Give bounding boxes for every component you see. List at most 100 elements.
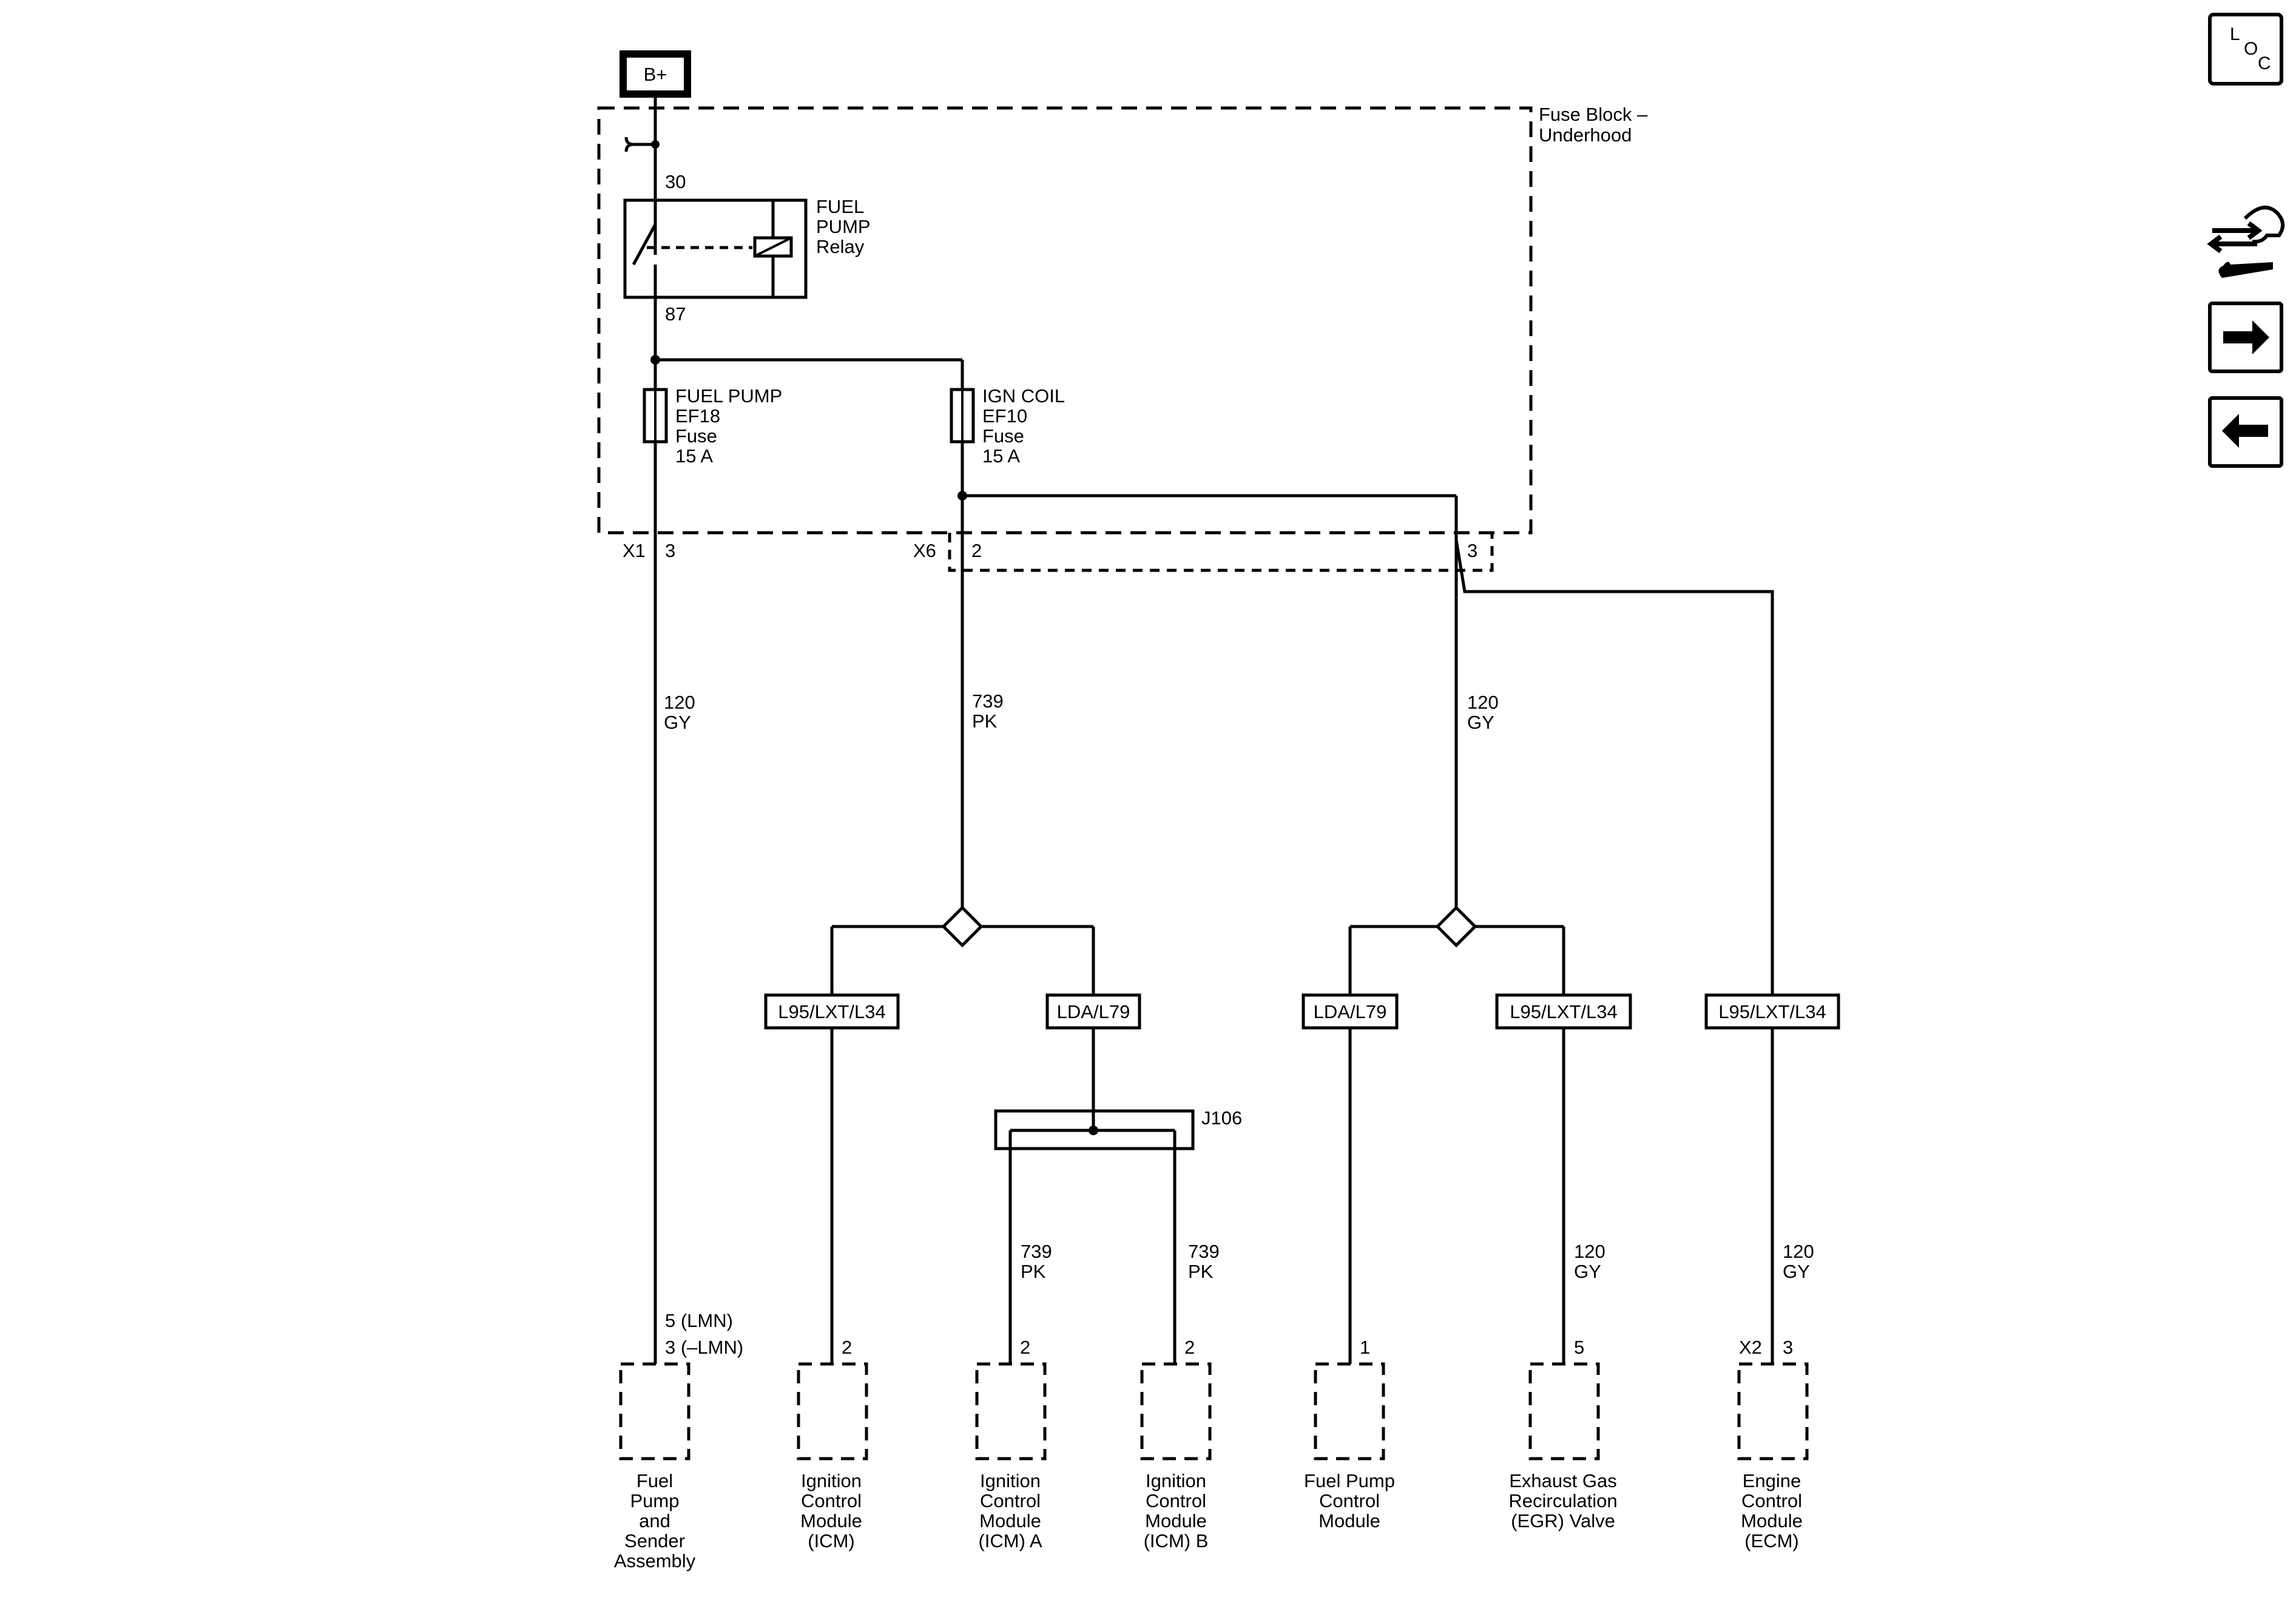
component-outline [619, 1362, 690, 1460]
component-locator-button[interactable]: L O C [2208, 13, 2283, 86]
relay-switch-contact [632, 223, 657, 266]
relay-name-line3: Relay [816, 236, 865, 257]
svg-text:L95/LXT/L34: L95/LXT/L34 [778, 1001, 886, 1022]
option-label-l95-lxt-l34: L95/LXT/L34 [1704, 993, 1840, 1030]
svg-text:Sender: Sender [624, 1530, 685, 1551]
svg-text:Module: Module [1741, 1510, 1803, 1531]
svg-text:Engine: Engine [1743, 1470, 1801, 1491]
option-label-lda-l79: LDA/L79 [1045, 993, 1141, 1030]
component-pin: 1 [1360, 1337, 1370, 1358]
component-outline [1528, 1362, 1600, 1460]
wire-label-circuit: 120 [1467, 692, 1499, 713]
relay-name-line2: PUMP [816, 216, 871, 237]
component-outline [1140, 1362, 1212, 1460]
wire-label-color: GY [1783, 1261, 1810, 1282]
component-ignition-control-module-a: 2 Ignition Control Module (ICM) A [975, 1337, 1047, 1551]
splice-pack-label: J106 [1201, 1107, 1242, 1129]
component-outline [1737, 1362, 1809, 1460]
svg-text:L95/LXT/L34: L95/LXT/L34 [1718, 1001, 1826, 1022]
svg-text:Control: Control [1741, 1490, 1802, 1511]
option-label-l95-lxt-l34: L95/LXT/L34 [764, 993, 900, 1030]
component-pin: 2 [1184, 1337, 1195, 1358]
option-label-l95-lxt-l34: L95/LXT/L34 [1495, 993, 1632, 1030]
relay-output-wiring [650, 297, 1774, 1364]
component-outline [797, 1362, 868, 1460]
wire-label-color: GY [664, 712, 691, 733]
fuse-ef18-name: FUEL PUMP [675, 385, 782, 407]
svg-text:LDA/L79: LDA/L79 [1057, 1001, 1130, 1022]
option-diamond-icon [1435, 905, 1477, 948]
component-pin: 5 (LMN) [665, 1310, 733, 1331]
wire-label-circuit: 739 [972, 690, 1004, 712]
option-diamond-icon [941, 905, 984, 948]
splice-pack-j106: J106 [994, 1107, 1242, 1364]
fuse-ef18-rating: 15 A [675, 445, 713, 467]
component-outline [1314, 1362, 1385, 1460]
wire-label-circuit: 739 [1188, 1241, 1220, 1262]
fuse-ef10-rating: 15 A [982, 445, 1020, 467]
wire-label-circuit: 120 [664, 692, 695, 713]
connector-x1-pin: 3 [665, 540, 675, 561]
locator-letter-c: C [2258, 53, 2271, 73]
svg-text:Ignition: Ignition [1146, 1470, 1206, 1491]
component-pin: 3 (–LMN) [665, 1337, 743, 1358]
component-outline [975, 1362, 1047, 1460]
svg-text:and: and [639, 1510, 670, 1531]
svg-text:Module: Module [1319, 1510, 1380, 1531]
main-feed-wire: 30 [624, 94, 686, 255]
previous-page-button[interactable] [2208, 396, 2283, 468]
connector-x1-name: X1 [623, 540, 646, 561]
component-pin: 5 [1574, 1337, 1584, 1358]
component-fuel-pump-sender-assembly: 5 (LMN) 3 (–LMN) Fuel Pump and Sender As… [614, 1310, 743, 1571]
svg-text:(ICM) A: (ICM) A [978, 1530, 1042, 1551]
fuse-block-underhood: Fuse Block – Underhood [597, 104, 1648, 535]
wire-label-color: GY [1574, 1261, 1601, 1282]
fusible-link-icon [624, 137, 655, 152]
svg-text:Control: Control [1146, 1490, 1206, 1511]
relay-pin-87: 87 [665, 303, 686, 325]
svg-text:L95/LXT/L34: L95/LXT/L34 [1510, 1001, 1618, 1022]
component-pin: 3 [1783, 1337, 1793, 1358]
wire-label-circuit: 120 [1574, 1241, 1606, 1262]
component-fuel-pump-control-module: 1 Fuel Pump Control Module [1304, 1337, 1395, 1531]
next-page-button[interactable] [2208, 302, 2283, 373]
connector-x6-pin-2: 2 [971, 540, 982, 561]
svg-text:(ECM): (ECM) [1744, 1530, 1799, 1551]
next-page-arrow-icon [2223, 320, 2269, 354]
wire-label-color: GY [1467, 712, 1494, 733]
connector-repair-icon[interactable] [2207, 206, 2284, 278]
component-pin: 2 [1020, 1337, 1030, 1358]
wire-label-circuit: 739 [1021, 1241, 1052, 1262]
wire-label-color: PK [1021, 1261, 1046, 1282]
svg-text:Module: Module [979, 1510, 1041, 1531]
svg-text:Module: Module [1145, 1510, 1207, 1531]
fuse-block-title-line1: Fuse Block – [1539, 104, 1648, 125]
fuse-ef18-id: EF18 [675, 405, 720, 427]
relay-pin-30: 30 [665, 171, 686, 192]
component-ignition-control-module-b: 2 Ignition Control Module (ICM) B [1140, 1337, 1212, 1551]
wire-label-color: PK [972, 711, 998, 732]
component-egr-valve: 5 Exhaust Gas Recirculation (EGR) Valve [1508, 1337, 1617, 1531]
component-pin: 2 [842, 1337, 852, 1358]
svg-text:Fuel Pump: Fuel Pump [1304, 1470, 1395, 1491]
connector-labels: X1 3 X6 2 3 [623, 540, 1477, 561]
fuel-pump-relay: FUEL PUMP Relay 87 [623, 196, 871, 325]
lower-wiring [830, 1028, 1774, 1364]
svg-text:LDA/L79: LDA/L79 [1314, 1001, 1387, 1022]
option-split-right [1348, 905, 1565, 995]
svg-text:Module: Module [800, 1510, 862, 1531]
svg-text:(ICM) B: (ICM) B [1144, 1530, 1209, 1551]
svg-text:Assembly: Assembly [614, 1550, 696, 1571]
connector-x6-pin-3: 3 [1467, 540, 1477, 561]
svg-text:Control: Control [1319, 1490, 1380, 1511]
svg-text:Ignition: Ignition [801, 1470, 862, 1491]
svg-text:Ignition: Ignition [980, 1470, 1041, 1491]
svg-text:Control: Control [980, 1490, 1041, 1511]
relay-name-line1: FUEL [816, 196, 864, 217]
battery-positive-source: B+ [620, 50, 691, 98]
option-label-lda-l79: LDA/L79 [1302, 993, 1399, 1030]
upper-wire-labels: 120 GY 739 PK 120 GY [664, 690, 1499, 733]
battery-positive-label: B+ [644, 64, 667, 85]
fuse-ef10: IGN COIL EF10 Fuse 15 A [950, 385, 1065, 467]
